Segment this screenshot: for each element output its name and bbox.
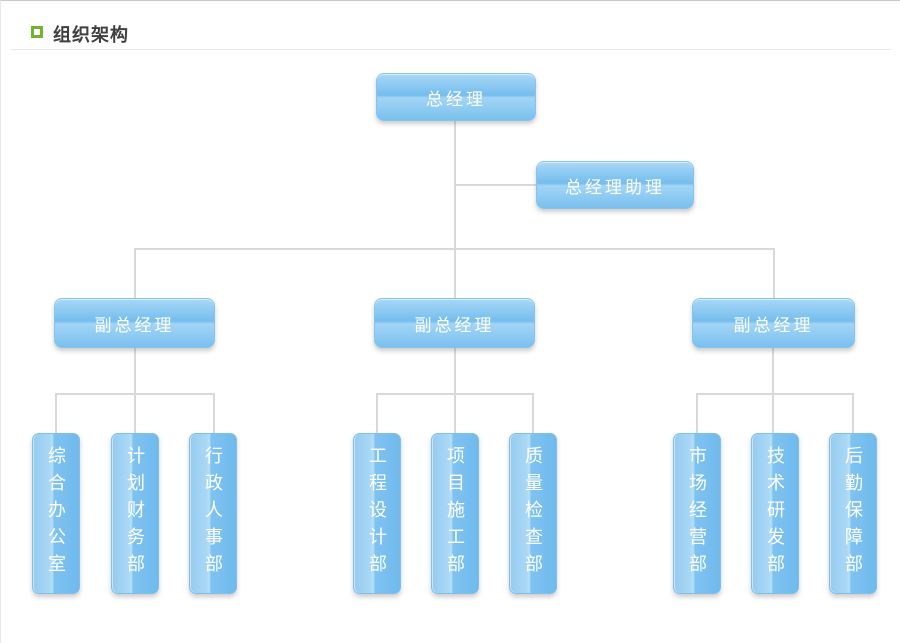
org-node-department: 工程设计部: [353, 433, 401, 594]
connector-line: [454, 347, 456, 395]
connector-line: [134, 248, 136, 298]
org-node-department: 计划财务部: [111, 433, 159, 594]
header-divider: [11, 49, 891, 50]
org-node-gm-assistant: 总经理助理: [536, 161, 694, 209]
connector-line: [376, 393, 378, 433]
org-node-department: 市场经营部: [673, 433, 721, 594]
section-bullet-icon: [31, 26, 43, 38]
org-node-department: 行政人事部: [189, 433, 237, 594]
connector-line: [532, 393, 534, 433]
connector-line: [772, 393, 774, 433]
connector-line: [213, 393, 215, 433]
org-node-department: 综合办公室: [32, 433, 80, 594]
connector-line: [773, 248, 775, 298]
connector-line: [454, 393, 456, 433]
connector-line: [455, 184, 537, 186]
connector-line: [134, 393, 136, 433]
connector-line: [454, 120, 456, 298]
org-node-deputy-gm-1: 副总经理: [54, 298, 215, 348]
connector-line: [55, 393, 57, 433]
connector-line: [852, 393, 854, 433]
org-node-general-manager: 总经理: [376, 73, 536, 121]
org-node-department: 项目施工部: [431, 433, 479, 594]
connector-line: [134, 248, 775, 250]
org-node-department: 后勤保障部: [829, 433, 877, 594]
org-node-deputy-gm-3: 副总经理: [692, 298, 855, 348]
connector-line: [772, 347, 774, 395]
org-node-department: 技术研发部: [751, 433, 799, 594]
connector-line: [696, 393, 698, 433]
org-node-department: 质量检查部: [509, 433, 557, 594]
connector-line: [134, 347, 136, 395]
page-title: 组织架构: [53, 25, 129, 45]
connector-line: [696, 393, 854, 395]
org-node-deputy-gm-2: 副总经理: [374, 298, 535, 348]
